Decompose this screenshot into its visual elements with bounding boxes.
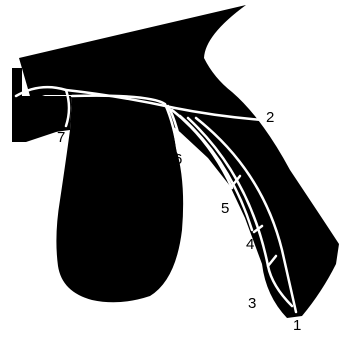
label-4: 4 <box>246 236 254 253</box>
label-1: 1 <box>293 317 301 334</box>
label-6: 6 <box>174 151 182 168</box>
lobe-shape <box>56 96 183 302</box>
label-3: 3 <box>248 295 256 312</box>
label-2: 2 <box>266 109 274 126</box>
label-5: 5 <box>221 200 229 217</box>
label-7: 7 <box>57 129 65 146</box>
